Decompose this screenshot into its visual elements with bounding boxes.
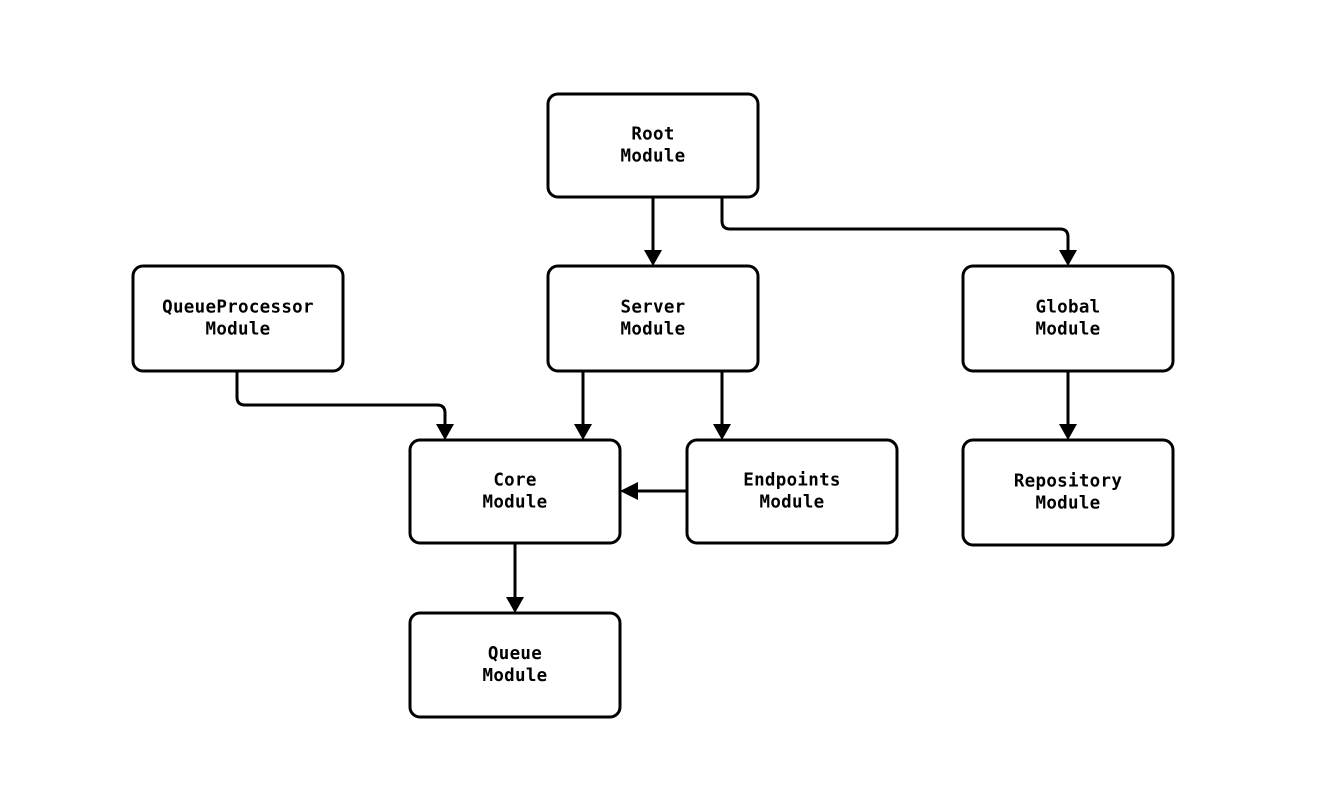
server-module-node[interactable]: ServerModuleServer Module bbox=[546, 264, 760, 373]
edge-root-to-server: Root Module -> Server Module bbox=[644, 197, 662, 266]
edge-endpoints-to-core: Endpoints Module -> Core Module bbox=[620, 482, 687, 500]
root-module-node-label-line1: Root bbox=[631, 125, 674, 145]
queue-module-node[interactable]: QueueModuleQueue Module bbox=[408, 611, 622, 719]
queueprocessor-module-node[interactable]: QueueProcessorModuleQueueProcessor Modul… bbox=[131, 264, 345, 373]
global-module-node-label-line2: Module bbox=[1035, 320, 1100, 340]
core-module-node-label-line1: Core bbox=[493, 471, 536, 491]
edge-global-to-repository-arrowhead-icon bbox=[1059, 424, 1077, 440]
queueprocessor-module-node-label-line2: Module bbox=[205, 320, 270, 340]
server-module-node-label-line2: Module bbox=[620, 320, 685, 340]
queue-module-node-label-line1: Queue bbox=[488, 644, 542, 664]
repository-module-node-label-line1: Repository bbox=[1014, 472, 1123, 492]
edge-root-to-server-arrowhead-icon bbox=[644, 250, 662, 266]
endpoints-module-node-box[interactable] bbox=[685, 438, 899, 545]
edge-queueprocessor-to-core: QueueProcessor Module -> Core Module bbox=[235, 371, 454, 440]
queue-module-node-box[interactable] bbox=[408, 611, 622, 719]
global-module-node[interactable]: GlobalModuleGlobal Module bbox=[961, 264, 1175, 373]
core-module-node[interactable]: CoreModuleCore Module bbox=[408, 438, 622, 545]
edge-server-to-core-arrowhead-icon bbox=[574, 424, 592, 440]
repository-module-node[interactable]: RepositoryModuleRepository Module bbox=[961, 438, 1175, 547]
edge-server-to-core: Server Module -> Core Module bbox=[574, 371, 592, 440]
repository-module-node-label-line2: Module bbox=[1035, 494, 1100, 514]
root-module-node-label-line2: Module bbox=[620, 147, 685, 167]
edge-global-to-repository: Global Module -> Repository Module bbox=[1059, 371, 1077, 440]
global-module-node-box[interactable] bbox=[961, 264, 1175, 373]
root-module-node[interactable]: RootModuleRoot Module bbox=[546, 92, 760, 199]
core-module-node-label-line2: Module bbox=[482, 493, 547, 513]
nodes-layer: RootModuleRoot ModuleQueueProcessorModul… bbox=[131, 92, 1175, 719]
edge-core-to-queue: Core Module -> Queue Module bbox=[506, 543, 524, 613]
edge-core-to-queue-arrowhead-icon bbox=[506, 597, 524, 613]
edges-layer: Root Module -> Server Module Root Module … bbox=[235, 197, 1077, 613]
edge-root-to-global-arrowhead-icon bbox=[1059, 250, 1077, 266]
global-module-node-label-line1: Global bbox=[1035, 298, 1100, 318]
repository-module-node-box[interactable] bbox=[961, 438, 1175, 547]
edge-queueprocessor-to-core-line bbox=[235, 371, 447, 426]
queue-module-node-label-line2: Module bbox=[482, 666, 547, 686]
server-module-node-label-line1: Server bbox=[620, 298, 685, 318]
edge-server-to-endpoints: Server Module -> Endpoints Module bbox=[713, 371, 731, 440]
queueprocessor-module-node-box[interactable] bbox=[131, 264, 345, 373]
edge-root-to-global: Root Module -> Global Module bbox=[720, 197, 1077, 266]
endpoints-module-node-label-line1: Endpoints bbox=[743, 471, 841, 491]
endpoints-module-node[interactable]: EndpointsModuleEndpoints Module bbox=[685, 438, 899, 545]
edge-queueprocessor-to-core-arrowhead-icon bbox=[436, 424, 454, 440]
edge-root-to-global-line bbox=[720, 197, 1070, 252]
edge-server-to-endpoints-arrowhead-icon bbox=[713, 424, 731, 440]
edge-endpoints-to-core-arrowhead-icon bbox=[620, 482, 638, 500]
endpoints-module-node-label-line2: Module bbox=[759, 493, 824, 513]
root-module-node-box[interactable] bbox=[546, 92, 760, 199]
core-module-node-box[interactable] bbox=[408, 438, 622, 545]
queueprocessor-module-node-label-line1: QueueProcessor bbox=[162, 298, 314, 318]
server-module-node-box[interactable] bbox=[546, 264, 760, 373]
